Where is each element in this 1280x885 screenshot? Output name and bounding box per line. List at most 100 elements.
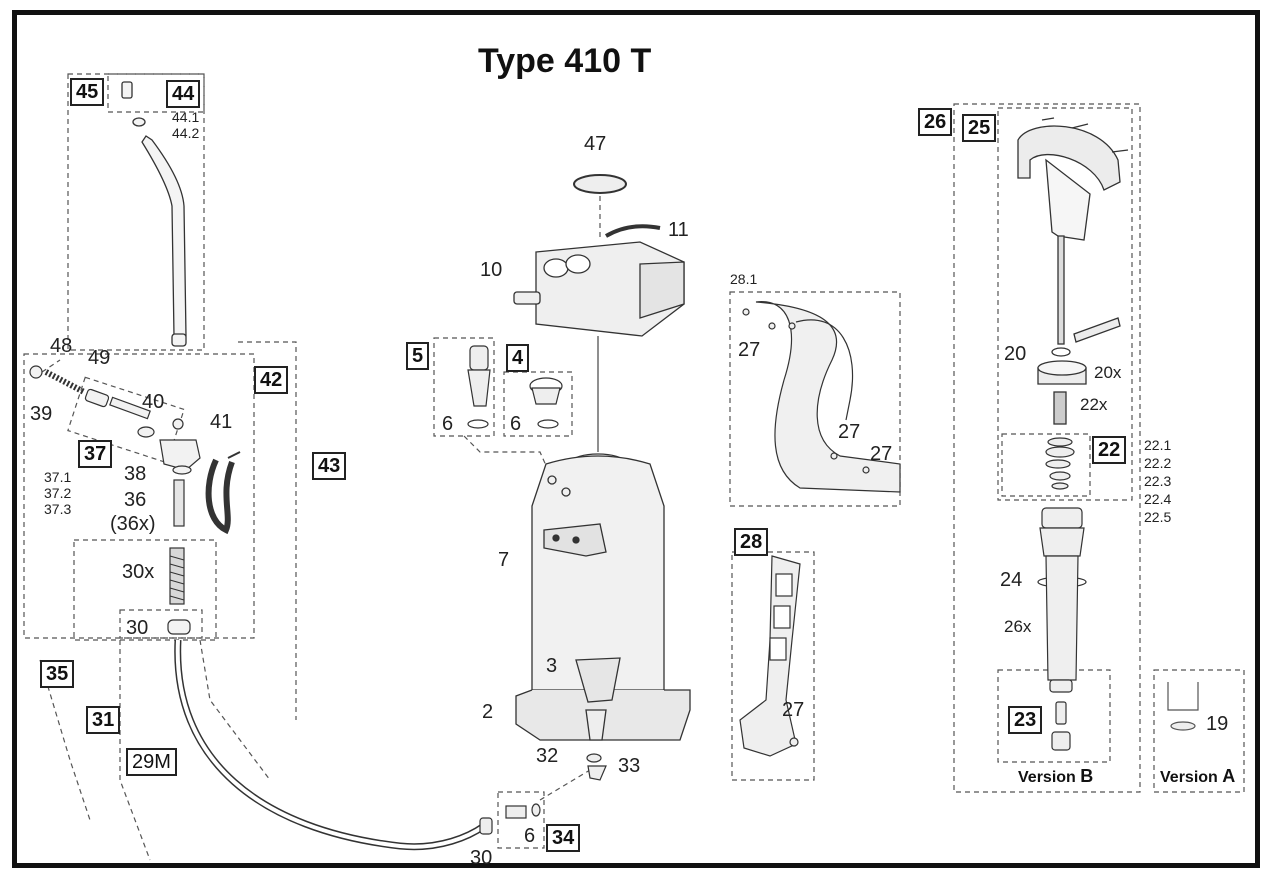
part-4-gauge [529, 377, 563, 429]
label-11: 11 [668, 219, 689, 241]
link-48-head [41, 359, 61, 373]
callout-35: 35 [40, 660, 75, 688]
pump-cylinder-26x [1037, 507, 1087, 693]
group-link-34 [539, 769, 591, 801]
connector-34 [479, 803, 541, 835]
label-32: 32 [536, 745, 559, 767]
label-40: 40 [142, 391, 165, 413]
label-27-c: 27 [870, 443, 893, 465]
label-6-a: 6 [442, 413, 454, 435]
group-28-frame [731, 551, 815, 781]
callout-25: 25 [962, 114, 997, 142]
group-31-line [119, 640, 151, 861]
seal-stack-22 [1045, 437, 1075, 490]
callout-22: 22 [1092, 436, 1127, 464]
label-10: 10 [480, 259, 503, 281]
callout-28: 28 [734, 528, 769, 556]
pump-handle-25 [1017, 117, 1129, 425]
label-38: 38 [124, 463, 147, 485]
group-44-frame [107, 73, 205, 113]
label-2: 2 [482, 701, 494, 723]
label-47: 47 [584, 133, 607, 155]
group-5-frame [433, 337, 495, 437]
label-36x: (36x) [110, 513, 156, 535]
callout-5: 5 [406, 342, 430, 370]
part-11-tube [604, 224, 661, 238]
label-30-a: 30 [126, 617, 149, 639]
group-va-frame [1153, 669, 1245, 793]
label-3: 3 [546, 655, 558, 677]
group-30-frame [119, 609, 203, 639]
hose-spring-30x [167, 547, 191, 635]
callout-43: 43 [312, 452, 347, 480]
label-22-3: 22.3 [1144, 473, 1172, 489]
callout-44: 44 [166, 80, 201, 108]
callout-42: 42 [254, 366, 289, 394]
label-20: 20 [1004, 343, 1027, 365]
group-26-frame [953, 103, 1141, 793]
callout-23: 23 [1008, 706, 1043, 734]
callout-37: 37 [78, 440, 113, 468]
label-30x: 30x [122, 561, 155, 583]
label-33: 33 [618, 755, 641, 777]
callout-26: 26 [918, 108, 953, 136]
label-6-c: 6 [524, 825, 536, 847]
connector-33 [586, 753, 607, 781]
group-30x-frame [73, 539, 217, 641]
label-37-2: 37.2 [44, 485, 72, 501]
callout-34: 34 [546, 824, 581, 852]
label-22-2: 22.2 [1144, 455, 1172, 471]
label-37-3: 37.3 [44, 501, 72, 517]
pump-head-10 [513, 241, 685, 337]
label-19: 19 [1206, 713, 1229, 735]
group-42-frame [23, 353, 255, 639]
group-link-5-4 [463, 435, 549, 471]
label-37-1: 37.1 [44, 469, 72, 485]
diagram-title: Type 410 T [478, 42, 652, 80]
label-27-a: 27 [738, 339, 761, 361]
group-43-bracket [238, 341, 297, 720]
label-44-2: 44.2 [172, 125, 200, 141]
label-7: 7 [498, 549, 510, 571]
label-27-d: 27 [782, 699, 805, 721]
valve-23 [1051, 701, 1071, 751]
version-b-label: Version B [1018, 766, 1094, 786]
label-41: 41 [210, 411, 233, 433]
group-34-frame [497, 791, 545, 849]
label-27-b: 27 [838, 421, 861, 443]
valve-assembly [29, 365, 241, 535]
callout-4: 4 [506, 344, 530, 372]
version-a-part [1167, 682, 1199, 731]
label-22-4: 22.4 [1144, 491, 1172, 507]
callout-45: 45 [70, 78, 105, 106]
label-22-5: 22.5 [1144, 509, 1172, 525]
label-36: 36 [124, 489, 147, 511]
callout-31: 31 [86, 706, 121, 734]
group-281-frame [729, 291, 901, 507]
label-22x: 22x [1080, 395, 1108, 414]
group-4-frame [503, 371, 573, 437]
tank-body [515, 453, 691, 741]
strap-28 [739, 555, 801, 757]
group-37-frame [67, 376, 185, 464]
label-48: 48 [50, 335, 73, 357]
group-35-line [39, 659, 91, 821]
label-22-1: 22.1 [1144, 437, 1172, 453]
label-39: 39 [30, 403, 53, 425]
label-20x: 20x [1094, 363, 1122, 382]
label-26x: 26x [1004, 617, 1032, 636]
label-6-b: 6 [510, 413, 522, 435]
label-24: 24 [1000, 569, 1023, 591]
label-44-1: 44.1 [172, 109, 200, 125]
group-25-frame [997, 107, 1133, 501]
hose [174, 639, 487, 851]
group-22-frame [1001, 433, 1091, 497]
part-5-valve [467, 345, 491, 429]
callout-29m: 29M [126, 748, 177, 776]
group-29m-line [199, 639, 271, 781]
strap-28-1 [742, 301, 901, 493]
spray-lance [121, 81, 187, 347]
label-30-b: 30 [470, 847, 493, 869]
label-49: 49 [88, 347, 111, 369]
